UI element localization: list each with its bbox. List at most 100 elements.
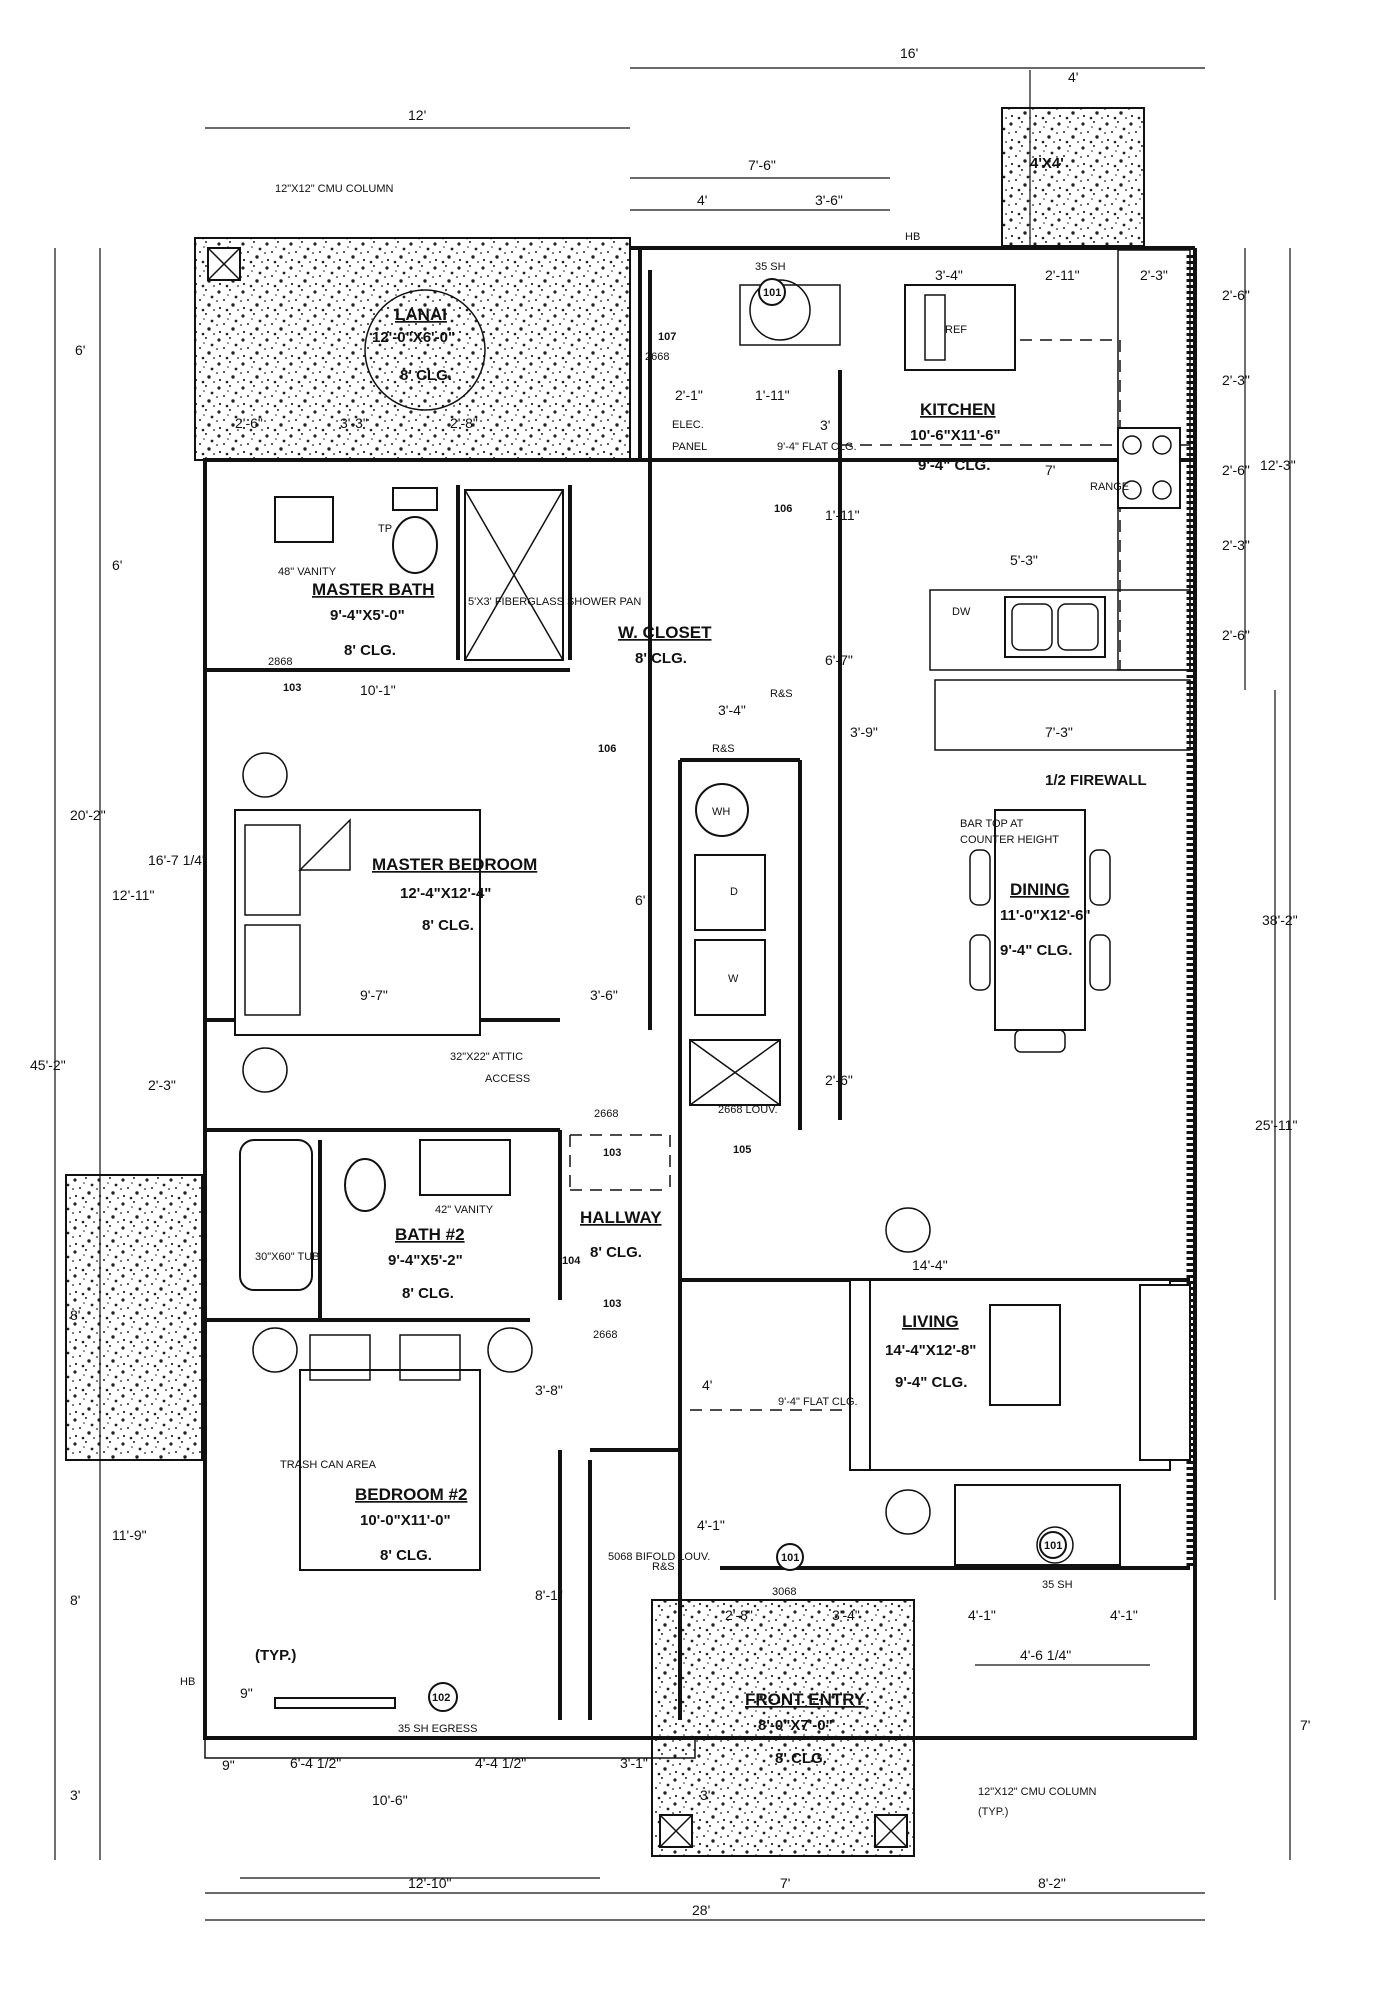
dim-4c: 4' bbox=[702, 1377, 712, 1393]
dim-6c: 6' bbox=[635, 892, 645, 908]
master-bedroom-name: MASTER BEDROOM bbox=[372, 855, 537, 874]
dim-3-6b: 3'-6" bbox=[590, 987, 618, 1003]
dim-16-7: 16'-7 1/4" bbox=[148, 852, 207, 868]
dim-4-4: 4'-4 1/2" bbox=[475, 1755, 526, 1771]
bedroom2-bed bbox=[299, 1369, 481, 1571]
dim-1-11b: 1'-11" bbox=[825, 507, 860, 523]
dim-25-11: 25'-11" bbox=[1255, 1117, 1297, 1133]
kitchen-clg: 9'-4" CLG. bbox=[918, 457, 990, 474]
dim-6-4: 6'-4 1/2" bbox=[290, 1755, 341, 1771]
bath2-vanity bbox=[419, 1139, 511, 1196]
note-elec: ELEC. bbox=[672, 419, 704, 431]
tag-102: 102 bbox=[432, 1692, 450, 1704]
dim-3-9: 3'-9" bbox=[850, 724, 878, 740]
dining-clg: 9'-4" CLG. bbox=[1000, 942, 1072, 959]
note-access: ACCESS bbox=[485, 1073, 530, 1085]
note-tub: 30"X60" TUB bbox=[255, 1251, 319, 1263]
dim-7-3: 7'-3" bbox=[1045, 724, 1073, 740]
note-typ2: (TYP.) bbox=[255, 1647, 296, 1664]
master-bed bbox=[234, 809, 481, 1036]
note-door2668: 2668 bbox=[594, 1108, 618, 1120]
tag-107: 107 bbox=[658, 331, 676, 343]
dim-2-6c: 2'-6" bbox=[1222, 627, 1250, 643]
small-pad-label: 4'X4' bbox=[1030, 155, 1064, 172]
dim-10-6: 10'-6" bbox=[372, 1792, 408, 1808]
closet-name: W. CLOSET bbox=[618, 623, 712, 642]
dim-2-6b: 2'-6" bbox=[1222, 462, 1250, 478]
note-door2668c: 2668 bbox=[645, 351, 669, 363]
dim-3-3: 3'-3" bbox=[340, 415, 368, 431]
dim-7b: 7' bbox=[1045, 462, 1055, 478]
dim-12-3: 12'-3" bbox=[1260, 457, 1296, 473]
tub bbox=[239, 1139, 313, 1291]
tv-unit bbox=[1139, 1284, 1191, 1461]
dim-9b: 9" bbox=[240, 1685, 253, 1701]
dim-3-1: 3'-1" bbox=[620, 1755, 648, 1771]
dim-8a: 8' bbox=[70, 1307, 80, 1323]
dim-2-3a: 2'-3" bbox=[1140, 267, 1168, 283]
dim-12-10: 12'-10" bbox=[408, 1875, 451, 1891]
note-door2868: 2868 bbox=[268, 656, 292, 668]
dim-6-7: 6'-7" bbox=[825, 652, 853, 668]
front-entry-size: 8'-0"X7'-0" bbox=[758, 1717, 833, 1734]
note-firewall: 1/2 FIREWALL bbox=[1045, 772, 1147, 789]
master-bath-clg: 8' CLG. bbox=[344, 642, 396, 659]
dim-2-6a: 2'-6" bbox=[1222, 287, 1250, 303]
note-tp: TP bbox=[378, 523, 392, 535]
note-flat-clg: 9'-4" FLAT CLG. bbox=[777, 441, 857, 453]
tag-101c: 101 bbox=[1044, 1540, 1062, 1552]
note-sh35b: 35 SH bbox=[1042, 1579, 1073, 1591]
tag-101a: 101 bbox=[763, 287, 781, 299]
refrigerator-icon bbox=[904, 284, 1016, 371]
note-rs2: R&S bbox=[652, 1561, 675, 1573]
dim-8b: 8' bbox=[70, 1592, 80, 1608]
tag-103a: 103 bbox=[283, 682, 301, 694]
dining-size: 11'-0"X12'-6" bbox=[1000, 907, 1091, 924]
hallway-name: HALLWAY bbox=[580, 1208, 662, 1227]
tag-101b: 101 bbox=[781, 1552, 799, 1564]
dryer bbox=[694, 854, 766, 931]
dining-table bbox=[994, 809, 1086, 1031]
note-panel: PANEL bbox=[672, 441, 707, 453]
note-trash: TRASH CAN AREA bbox=[280, 1459, 377, 1471]
dim-6b: 6' bbox=[112, 557, 122, 573]
dining-name: DINING bbox=[1010, 880, 1070, 899]
dim-3-8: 3'-8" bbox=[535, 1382, 563, 1398]
dim-16: 16' bbox=[900, 45, 918, 61]
note-ref: REF bbox=[945, 324, 967, 336]
dim-10-1: 10'-1" bbox=[360, 682, 396, 698]
dim-2-6d: 2'-6" bbox=[235, 415, 263, 431]
dim-2-1: 2'-1" bbox=[675, 387, 703, 403]
trash-pad bbox=[65, 1174, 203, 1461]
note-louv: 2668 LOUV. bbox=[718, 1104, 778, 1116]
note-shower: 5'X3' FIBERGLASS SHOWER PAN bbox=[468, 596, 641, 608]
sink-icon bbox=[1004, 596, 1106, 658]
note-counter: COUNTER HEIGHT bbox=[960, 834, 1059, 846]
lanai-size: 12'-0"X6'-0" bbox=[372, 329, 455, 346]
bath2-size: 9'-4"X5'-2" bbox=[388, 1252, 463, 1269]
kitchen-name: KITCHEN bbox=[920, 400, 996, 419]
note-cmu-top: 12"X12" CMU COLUMN bbox=[275, 183, 394, 195]
dim-9-7: 9'-7" bbox=[360, 987, 388, 1003]
dim-20-2: 20'-2" bbox=[70, 807, 106, 823]
note-d: D bbox=[730, 886, 738, 898]
lanai-clg: 8' CLG. bbox=[400, 367, 452, 384]
bedroom2-name: BEDROOM #2 bbox=[355, 1485, 467, 1504]
closet-clg: 8' CLG. bbox=[635, 650, 687, 667]
note-w: W bbox=[728, 973, 739, 985]
dim-9: 9" bbox=[222, 1757, 235, 1773]
note-rs3: R&S bbox=[770, 688, 793, 700]
dim-6a: 6' bbox=[75, 342, 85, 358]
tag-106b: 106 bbox=[774, 503, 792, 515]
master-toilet bbox=[392, 516, 438, 574]
lanai-slab bbox=[194, 237, 631, 461]
dim-8-1: 8'-1" bbox=[535, 1587, 563, 1603]
master-bath-size: 9'-4"X5'-0" bbox=[330, 607, 405, 624]
dim-8-2: 8'-2" bbox=[1038, 1875, 1066, 1891]
tag-103b: 103 bbox=[603, 1147, 621, 1159]
dim-2-3c: 2'-3" bbox=[1222, 537, 1250, 553]
dim-12: 12' bbox=[408, 107, 426, 123]
note-flat-clg-2: 9'-4" FLAT CLG. bbox=[778, 1396, 858, 1408]
note-door2668b: 2668 bbox=[593, 1329, 617, 1341]
note-bifold: 5068 BIFOLD LOUV. bbox=[608, 1551, 710, 1563]
